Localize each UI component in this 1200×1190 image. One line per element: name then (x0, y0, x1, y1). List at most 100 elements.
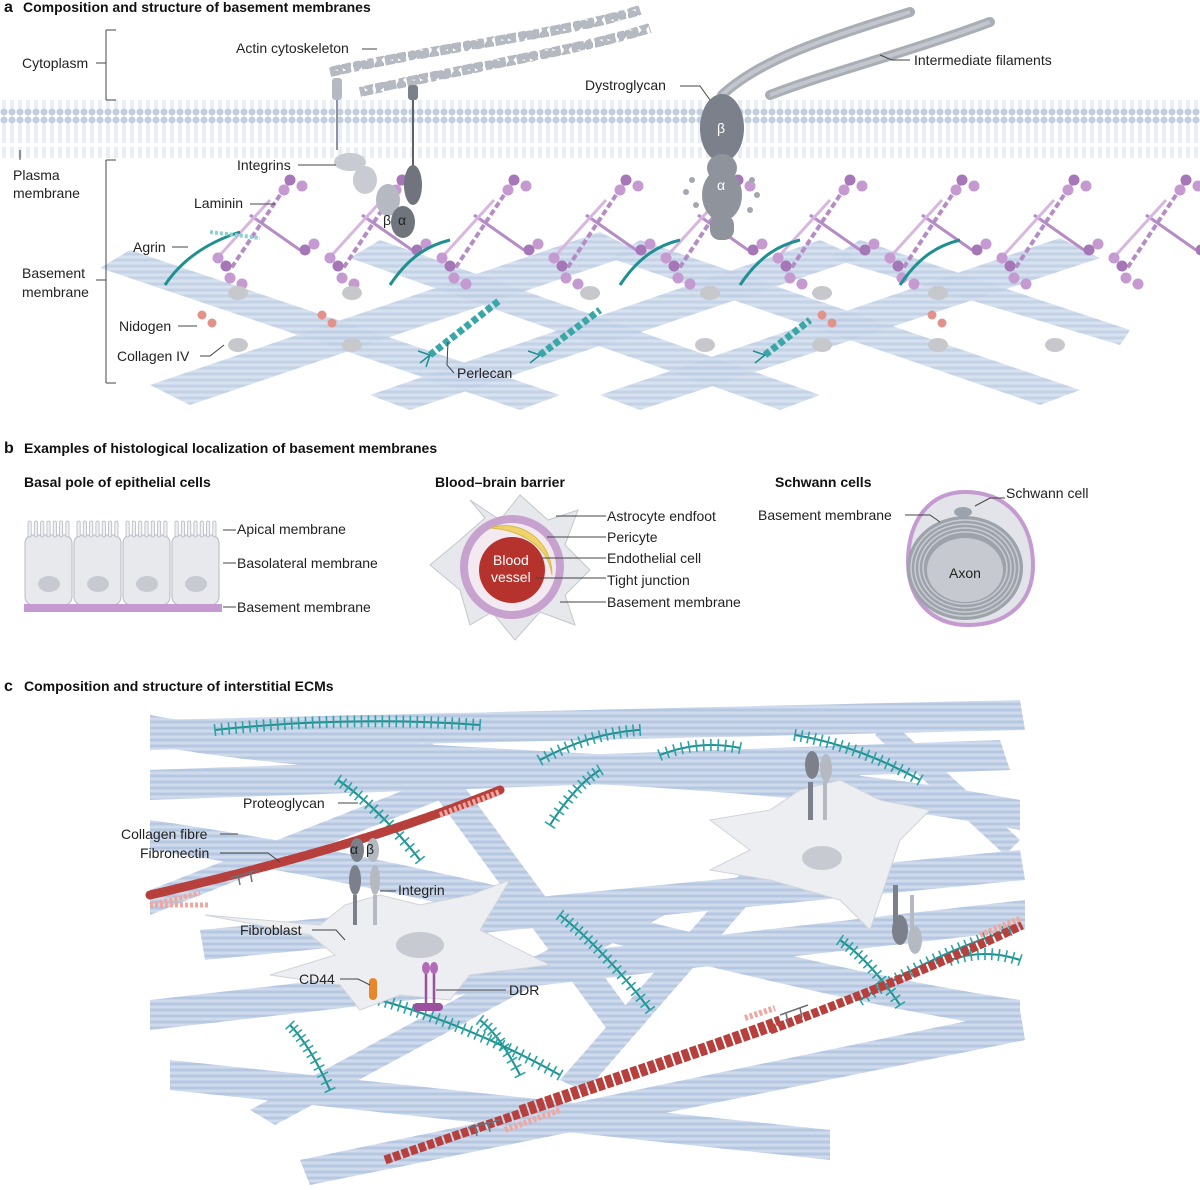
proteoglycan (213, 715, 482, 737)
ddr-receptor (413, 962, 443, 1011)
label-ddr: DDR (509, 982, 539, 998)
label-actin: Actin cytoskeleton (236, 40, 349, 56)
integrin-alpha-label: α (398, 212, 406, 228)
label-cytoplasm: Cytoplasm (22, 55, 88, 71)
blood-vessel (479, 537, 545, 603)
epithelial-cell (24, 520, 73, 606)
integrin-c-beta: β (366, 841, 374, 857)
label-basement-membrane-2: membrane (22, 284, 89, 300)
laminin-molecules (212, 174, 1200, 290)
label-integrins: Integrins (237, 157, 291, 173)
laminin-molecule (548, 174, 656, 290)
panel-c: c Composition and structure of interstit… (4, 678, 1025, 1185)
epithelial-cell (122, 520, 171, 606)
label-basolateral: Basolateral membrane (237, 555, 378, 571)
fibroblast-right (708, 751, 932, 954)
label-bbb-basement: Basement membrane (607, 594, 741, 610)
dystroglycan-alpha-label: α (717, 177, 725, 193)
integrin-c-alpha: α (350, 841, 358, 857)
label-dystroglycan: Dystroglycan (585, 77, 666, 93)
epithelial-example: Basal pole of epithelial cells Apical me… (24, 474, 378, 615)
integrin-right-bottom (892, 885, 922, 954)
epithelial-cell (73, 520, 122, 606)
panel-c-letter: c (4, 678, 13, 695)
label-blood: Blood (493, 552, 529, 568)
label-integrin: Integrin (398, 882, 445, 898)
laminin-molecule (772, 174, 880, 290)
proteoglycan (536, 723, 642, 766)
epithelial-cells (24, 520, 220, 606)
label-nidogen: Nidogen (119, 318, 171, 334)
proteoglycans (213, 715, 1023, 1094)
label-fibronectin: Fibronectin (140, 845, 209, 861)
panel-b-title: Examples of histological localization of… (24, 440, 437, 456)
dystroglycan-complex: β α (683, 94, 760, 240)
collagen-iv-network (100, 232, 1130, 410)
label-cd44: CD44 (299, 971, 335, 987)
bbb-title: Blood–brain barrier (435, 474, 565, 490)
laminin-molecule (1108, 174, 1200, 290)
pericyte (489, 525, 553, 576)
label-vessel: vessel (491, 569, 531, 585)
panel-c-title: Composition and structure of interstitia… (24, 678, 334, 694)
label-endothelial: Endothelial cell (607, 550, 701, 566)
label-fibroblast: Fibroblast (240, 922, 302, 938)
integrin-right-top (805, 751, 832, 820)
laminin-molecule (996, 174, 1104, 290)
intermediate-filaments (717, 7, 995, 100)
nidogen-molecules (197, 310, 947, 328)
label-collagen-iv: Collagen IV (117, 348, 190, 364)
label-schwann-basement: Basement membrane (758, 507, 892, 523)
label-plasma-membrane-1: Plasma (13, 167, 60, 183)
schwann-title: Schwann cells (775, 474, 872, 490)
integrin-dimer: β α (332, 78, 422, 238)
label-basement-membrane-1: Basement (22, 265, 85, 281)
panel-b: b Examples of histological localization … (4, 440, 1089, 641)
proteoglycan (544, 764, 604, 829)
perlecan-molecules (417, 297, 813, 368)
laminin-molecule (212, 174, 320, 290)
proteoglycan (555, 909, 656, 1015)
panel-a-title: Composition and structure of basement me… (23, 0, 371, 15)
integrin-beta-label: β (383, 212, 391, 228)
dystroglycan-beta-label: β (717, 120, 725, 136)
label-collagen-fibre: Collagen fibre (121, 826, 208, 842)
epithelial-basement-membrane (24, 604, 222, 612)
bbb-example: Blood–brain barrier Blood vessel Astrocy… (429, 474, 741, 641)
fibronectin-chains (145, 785, 1024, 1165)
label-intermediate: Intermediate filaments (914, 52, 1052, 68)
panel-a: a Composition and structure of basement … (0, 0, 1200, 410)
proteoglycan (285, 1020, 336, 1094)
schwann-nucleus (954, 507, 972, 517)
integrin-left: α β (349, 838, 380, 925)
label-perlecan: Perlecan (457, 365, 512, 381)
collagen-iv-globules (228, 286, 1065, 352)
proteoglycan (475, 1014, 526, 1079)
region-brackets (105, 29, 116, 384)
epithelial-title: Basal pole of epithelial cells (24, 474, 211, 490)
label-laminin: Laminin (194, 195, 243, 211)
schwann-example: Schwann cells Axon Schwann cell Basement… (758, 474, 1089, 628)
label-epithelial-basement: Basement membrane (237, 599, 371, 615)
plasma-membrane-bilayer (0, 100, 1200, 158)
label-tight: Tight junction (607, 572, 690, 588)
label-axon: Axon (949, 565, 981, 581)
fibroblast-left: α β (204, 838, 552, 1011)
panel-b-letter: b (4, 440, 14, 457)
cd44-receptor (369, 978, 377, 1000)
label-astrocyte: Astrocyte endfoot (607, 508, 716, 524)
axon (927, 538, 1003, 602)
laminin-molecule (884, 174, 992, 290)
epithelial-cell (171, 520, 220, 606)
agrin-strands (163, 230, 961, 286)
label-schwann-cell: Schwann cell (1006, 485, 1089, 501)
label-apical: Apical membrane (237, 521, 346, 537)
proteoglycan (793, 728, 924, 786)
fibroblast-nucleus (396, 932, 444, 958)
actin-cytoskeleton (328, 5, 652, 97)
panel-a-letter: a (4, 0, 13, 16)
label-pericyte: Pericyte (607, 529, 658, 545)
laminin-molecule (436, 174, 544, 290)
label-agrin: Agrin (133, 239, 166, 255)
